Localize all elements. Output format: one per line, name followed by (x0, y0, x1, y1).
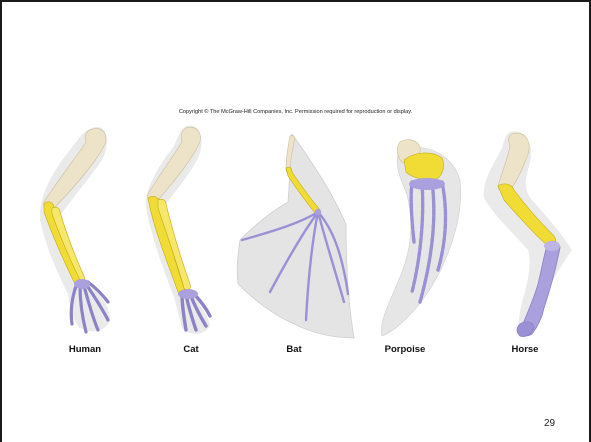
porpoise-flipper-figure (381, 140, 460, 336)
cat-leg-figure (146, 125, 210, 333)
limb-label-horse: Horse (485, 344, 565, 355)
horse-leg-silhouette (484, 131, 572, 336)
horse-carpus (544, 241, 560, 251)
porpoise-wrist (409, 178, 445, 190)
limb-label-cat: Cat (151, 344, 231, 355)
bat-wrist (315, 209, 321, 215)
limb-label-porpoise: Porpoise (365, 344, 445, 355)
human-wrist (74, 279, 90, 289)
horse-leg-figure (484, 131, 572, 336)
human-humerus (44, 128, 106, 210)
limb-label-bat: Bat (254, 344, 334, 355)
page-number: 29 (544, 418, 555, 429)
human-arm-figure (40, 127, 110, 332)
cat-wrist (178, 289, 198, 299)
bat-wing-figure (237, 134, 354, 338)
limb-label-human: Human (45, 344, 125, 355)
